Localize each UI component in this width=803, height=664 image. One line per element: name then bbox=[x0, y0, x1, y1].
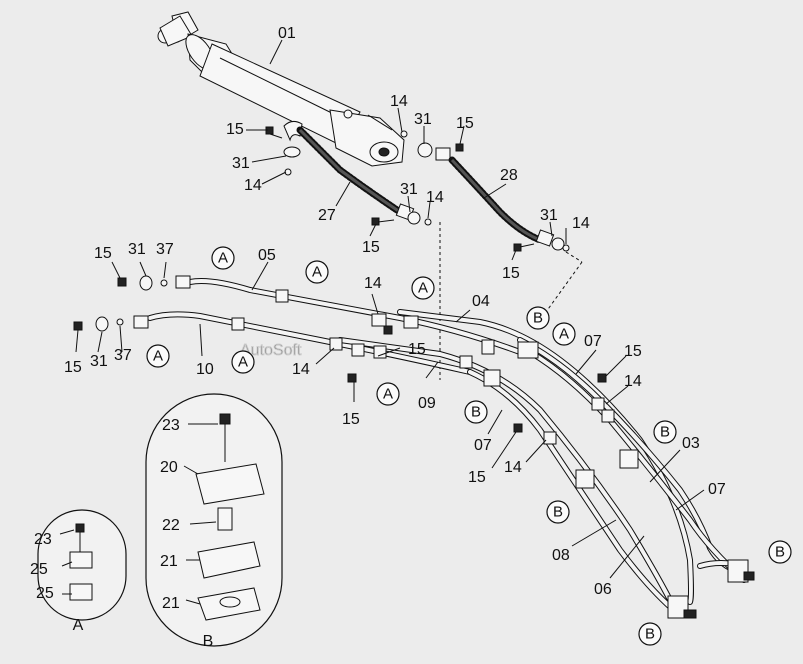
label-part-31: 31 bbox=[90, 353, 108, 370]
callout-b: B bbox=[464, 400, 488, 424]
svg-text:B: B bbox=[471, 404, 481, 421]
label-part-31: 31 bbox=[414, 111, 432, 128]
svg-text:A: A bbox=[559, 326, 569, 343]
label-part-15: 15 bbox=[468, 469, 486, 486]
label-part-27: 27 bbox=[318, 207, 336, 224]
hydraulic-cylinder bbox=[157, 11, 405, 167]
label-part-08: 08 bbox=[552, 547, 570, 564]
label-part-06: 06 bbox=[594, 581, 612, 598]
label-part-10: 10 bbox=[196, 361, 214, 378]
hose-27 bbox=[283, 120, 421, 225]
detail-b-label-20: 20 bbox=[160, 459, 178, 476]
pipe-clamps bbox=[231, 289, 755, 619]
label-part-01: 01 bbox=[278, 25, 296, 42]
svg-text:A: A bbox=[153, 348, 163, 365]
callout-b: B bbox=[653, 420, 677, 444]
svg-text:B: B bbox=[775, 544, 785, 561]
svg-text:B: B bbox=[645, 626, 655, 643]
label-part-14: 14 bbox=[504, 459, 522, 476]
label-part-05: 05 bbox=[258, 247, 276, 264]
detail-b-label-23: 23 bbox=[162, 417, 180, 434]
svg-text:B: B bbox=[533, 310, 543, 327]
detail-a-clamp: 23 25 25 A bbox=[30, 509, 127, 634]
label-part-07: 07 bbox=[474, 437, 492, 454]
callout-bubbles: A A A A A A A B B B B B B bbox=[146, 246, 792, 646]
label-part-15: 15 bbox=[94, 245, 112, 262]
callout-a: A bbox=[552, 322, 576, 346]
label-part-31: 31 bbox=[232, 155, 250, 172]
label-part-15: 15 bbox=[624, 343, 642, 360]
label-part-15: 15 bbox=[502, 265, 520, 282]
label-part-14: 14 bbox=[292, 361, 310, 378]
label-part-15: 15 bbox=[362, 239, 380, 256]
detail-a-caption: A bbox=[73, 617, 84, 634]
svg-text:A: A bbox=[383, 386, 393, 403]
callout-b: B bbox=[546, 500, 570, 524]
label-part-09: 09 bbox=[418, 395, 436, 412]
detail-a-label-25: 25 bbox=[36, 585, 54, 602]
label-part-37: 37 bbox=[114, 347, 132, 364]
callout-b: B bbox=[768, 540, 792, 564]
detail-b-label-21: 21 bbox=[162, 595, 180, 612]
svg-text:A: A bbox=[218, 250, 228, 267]
left-fittings bbox=[73, 275, 607, 433]
detail-a-label-25: 25 bbox=[30, 561, 48, 578]
callout-b: B bbox=[638, 622, 662, 646]
label-part-15: 15 bbox=[64, 359, 82, 376]
label-part-07: 07 bbox=[584, 333, 602, 350]
label-part-14: 14 bbox=[244, 177, 262, 194]
part-number-labels: 01 14 15 31 14 31 15 28 27 31 14 15 31 1… bbox=[64, 25, 726, 598]
label-part-15: 15 bbox=[226, 121, 244, 138]
label-part-14: 14 bbox=[624, 373, 642, 390]
callout-a: A bbox=[376, 382, 400, 406]
svg-text:A: A bbox=[418, 280, 428, 297]
watermark: AutoSoft bbox=[240, 342, 302, 359]
svg-text:B: B bbox=[660, 424, 670, 441]
callout-b: B bbox=[526, 306, 550, 330]
detail-b-label-22: 22 bbox=[162, 517, 180, 534]
callout-a: A bbox=[211, 246, 235, 270]
hose-28 bbox=[417, 142, 565, 251]
label-part-15: 15 bbox=[408, 341, 426, 358]
callout-a: A bbox=[305, 260, 329, 284]
label-part-31: 31 bbox=[128, 241, 146, 258]
detail-b-caption: B bbox=[203, 633, 214, 650]
callout-a: A bbox=[231, 350, 255, 374]
detail-b-clamp: 23 20 22 21 21 B bbox=[145, 393, 283, 650]
label-part-04: 04 bbox=[472, 293, 490, 310]
callout-a: A bbox=[411, 276, 435, 300]
label-part-14: 14 bbox=[426, 189, 444, 206]
svg-text:A: A bbox=[312, 264, 322, 281]
label-part-14: 14 bbox=[572, 215, 590, 232]
label-part-37: 37 bbox=[156, 241, 174, 258]
svg-text:B: B bbox=[553, 504, 563, 521]
leader-lines bbox=[75, 39, 705, 579]
label-part-15: 15 bbox=[456, 115, 474, 132]
label-part-14: 14 bbox=[364, 275, 382, 292]
label-part-07: 07 bbox=[708, 481, 726, 498]
detail-a-label-23: 23 bbox=[34, 531, 52, 548]
label-part-14: 14 bbox=[390, 93, 408, 110]
label-part-03: 03 bbox=[682, 435, 700, 452]
dashed-connectors bbox=[439, 222, 583, 380]
svg-text:A: A bbox=[238, 354, 248, 371]
detail-b-label-21: 21 bbox=[160, 553, 178, 570]
label-part-31: 31 bbox=[540, 207, 558, 224]
label-part-31: 31 bbox=[400, 181, 418, 198]
fasteners-upper bbox=[265, 126, 570, 252]
label-part-28: 28 bbox=[500, 167, 518, 184]
callout-a: A bbox=[146, 344, 170, 368]
label-part-15: 15 bbox=[342, 411, 360, 428]
